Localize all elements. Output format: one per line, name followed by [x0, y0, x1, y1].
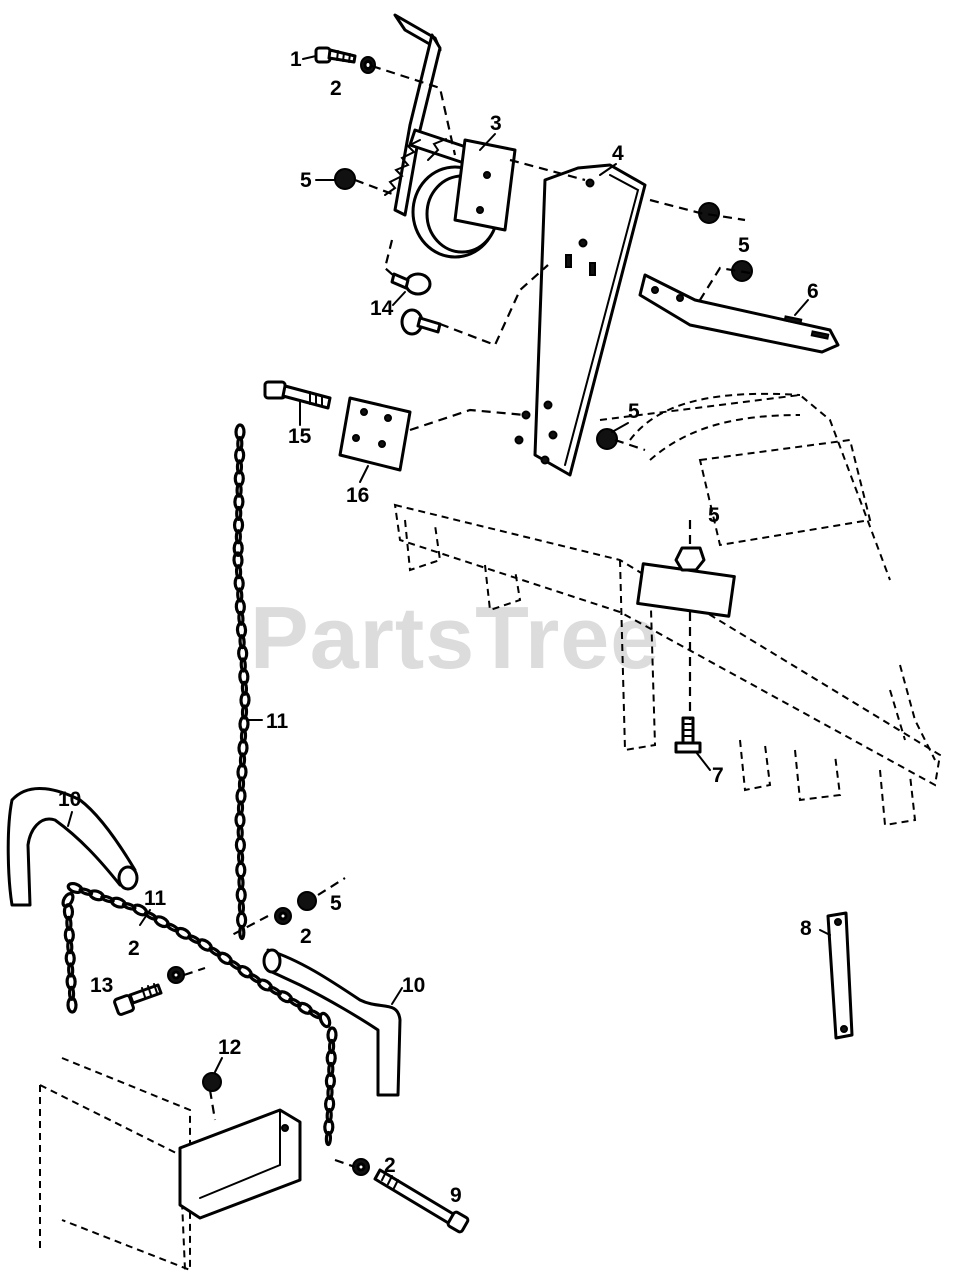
washer-part-2d: [352, 1158, 370, 1176]
callout-12: 12: [218, 1036, 241, 1059]
leader-lines: [183, 64, 751, 1169]
chain-link: [324, 1130, 333, 1147]
callout-5e: 5: [330, 892, 342, 915]
callout-2a: 2: [330, 77, 342, 100]
grip-part-10b: [262, 948, 402, 1097]
bracket-part-3: [453, 138, 517, 232]
nut-part-5e: [674, 546, 706, 572]
nut-part-5a: [334, 168, 356, 190]
carriage-bolt-part-14b: [400, 308, 442, 336]
callout-1: 1: [290, 48, 302, 71]
chain-part-11a: [232, 423, 251, 941]
plate-part-16: [338, 396, 412, 472]
callout-2b: 2: [300, 925, 312, 948]
nut-part-5d: [596, 428, 618, 450]
callout-5a: 5: [300, 169, 312, 192]
link-part-8: [826, 911, 854, 1040]
callout-6: 6: [807, 280, 819, 303]
callout-4: 4: [612, 142, 624, 165]
callout-5b: 5: [738, 234, 750, 257]
callout-10a: 10: [58, 788, 81, 811]
callout-16: 16: [346, 484, 369, 507]
callout-11a: 11: [266, 710, 289, 733]
callout-10b: 10: [402, 974, 425, 997]
callout-3: 3: [490, 112, 502, 135]
callout-11b: 11: [144, 887, 167, 910]
callout-13: 13: [90, 974, 113, 997]
bolt-part-13: [113, 983, 163, 1016]
bolt-part-1: [314, 46, 357, 64]
chain-part-11b: [61, 881, 338, 1147]
chain-link: [238, 924, 246, 941]
callout-2c: 2: [128, 937, 140, 960]
callout-2d: 2: [384, 1154, 396, 1177]
callout-5d: 5: [708, 504, 720, 527]
chain-link: [232, 539, 244, 557]
spring-detent: [384, 138, 447, 196]
arm-part-6: [638, 273, 840, 354]
support-plate-part-4: [514, 163, 647, 477]
implement-bracket: [39, 1057, 302, 1272]
callout-15: 15: [288, 425, 312, 448]
carriage-bolt-part-14a: [390, 272, 432, 296]
nut-part-5f: [297, 891, 317, 911]
callout-5c: 5: [628, 400, 640, 423]
callouts: 1 2 3 4 5 5 6 14 5 15 16 5 7 11 10 11 5 …: [58, 48, 831, 1207]
bolt-part-7: [674, 716, 702, 754]
callout-14: 14: [370, 297, 394, 320]
tractor-frame: [393, 392, 942, 827]
chain-link: [318, 1011, 332, 1029]
washer-part-2b: [274, 907, 292, 925]
bolt-part-15: [263, 380, 332, 410]
watermark: PartsTree: [250, 588, 660, 687]
grip-part-10a: [6, 786, 139, 907]
chain-link: [61, 892, 75, 908]
callout-9: 9: [450, 1184, 462, 1207]
callout-8: 8: [800, 917, 812, 940]
bolt-part-9: [373, 1168, 470, 1234]
nut-part-12: [202, 1072, 222, 1092]
washer-part-2c: [167, 966, 185, 984]
callout-7: 7: [712, 764, 724, 787]
